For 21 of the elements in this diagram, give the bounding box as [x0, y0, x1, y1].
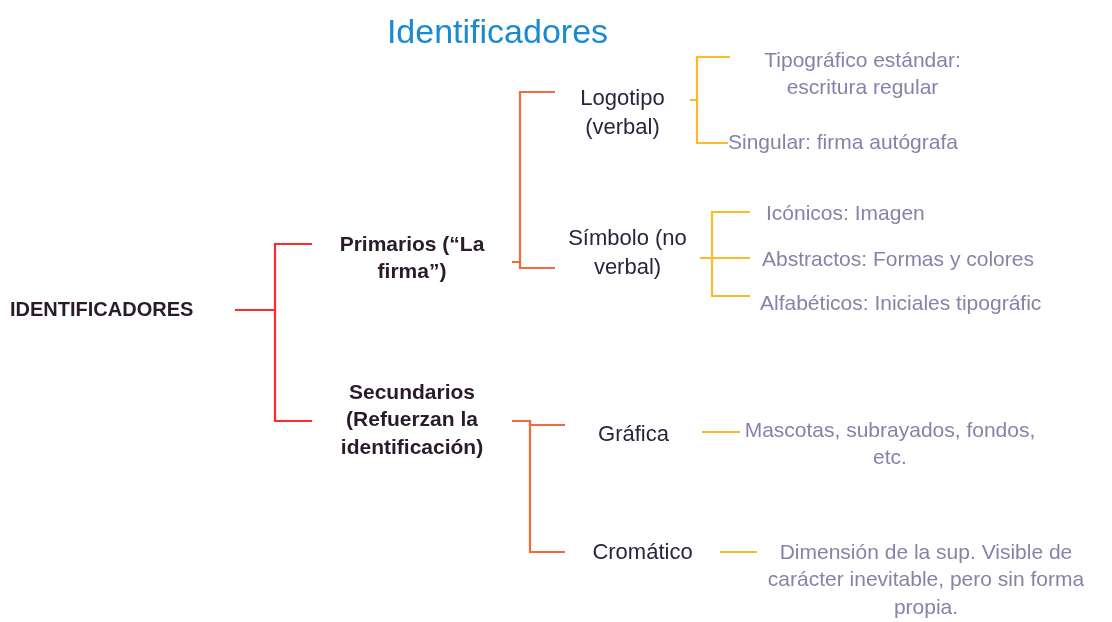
bracket-connector: [512, 419, 565, 554]
leaf-text: Singular: firma autógrafa: [728, 128, 1038, 156]
bracket-connector: [700, 256, 750, 298]
root-label: IDENTIFICADORES: [10, 296, 235, 322]
leaf-text: Abstractos: Formas y colores: [750, 245, 1100, 273]
category-label: Secundarios (Refuerzan la identificación): [312, 378, 512, 460]
leaf-text: Alfabéticos: Iniciales tipográfic: [750, 289, 1107, 317]
leaf-text: Icónicos: Imagen: [750, 199, 1000, 227]
bracket-connector: [235, 308, 312, 423]
bracket-connector: [718, 550, 757, 554]
bracket-connector: [700, 430, 740, 434]
branch-label: Gráfica: [565, 420, 702, 449]
branch-label: Cromático: [565, 538, 720, 567]
category-label: Primarios (“La firma”): [312, 230, 512, 285]
leaf-text: Tipográfico estándar: escritura regular: [730, 46, 995, 101]
leaf-text: Dimensión de la sup. Visible de carácter inevitable, pero sin forma propia.: [757, 538, 1095, 620]
diagram-title: Identificadores: [385, 12, 610, 51]
leaf-text: Mascotas, subrayados, fondos, etc.: [740, 416, 1040, 471]
bracket-connector: [690, 98, 728, 145]
branch-label: Logotipo (verbal): [555, 84, 690, 142]
branch-label: Símbolo (no verbal): [555, 224, 700, 282]
